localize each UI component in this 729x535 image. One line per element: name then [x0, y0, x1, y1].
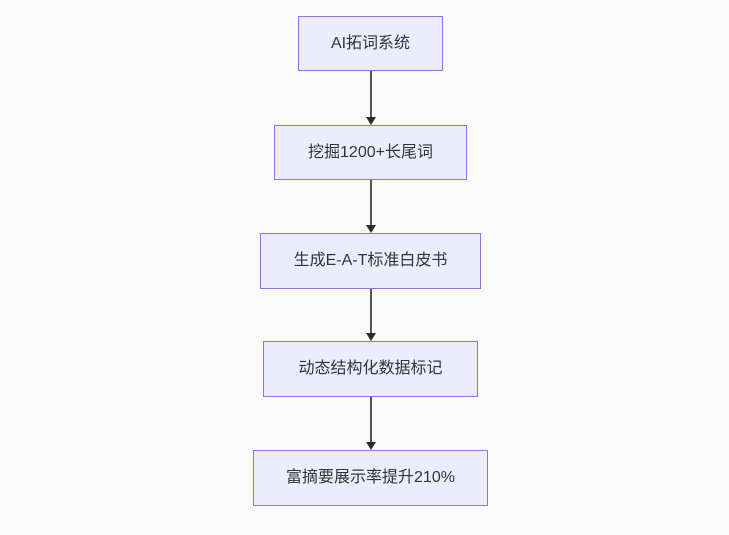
arrow-connector-4	[362, 397, 380, 450]
arrow-down-head-icon	[366, 117, 376, 125]
arrow-line	[370, 180, 372, 225]
arrow-line	[370, 71, 372, 117]
arrow-down-head-icon	[366, 442, 376, 450]
arrow-connector-3	[362, 289, 380, 341]
node-label: AI拓词系统	[330, 34, 411, 52]
arrow-connector-2	[362, 180, 380, 233]
node-label: 挖掘1200+长尾词	[308, 143, 433, 161]
flow-node-rich-snippet-result: 富摘要展示率提升210%	[253, 450, 488, 506]
arrow-line	[370, 289, 372, 333]
node-label: 富摘要展示率提升210%	[286, 469, 455, 486]
arrow-connector-1	[362, 71, 380, 125]
arrow-down-head-icon	[366, 225, 376, 233]
flow-node-structured-data: 动态结构化数据标记	[263, 341, 478, 397]
arrow-down-head-icon	[366, 333, 376, 341]
node-label: 动态结构化数据标记	[298, 360, 443, 377]
flow-node-eat-whitepaper: 生成E-A-T标准白皮书	[260, 233, 481, 289]
node-label: 生成E-A-T标准白皮书	[293, 252, 448, 269]
flow-node-ai-word-system: AI拓词系统	[298, 16, 443, 71]
arrow-line	[370, 397, 372, 442]
flow-node-longtail-mining: 挖掘1200+长尾词	[274, 125, 467, 180]
